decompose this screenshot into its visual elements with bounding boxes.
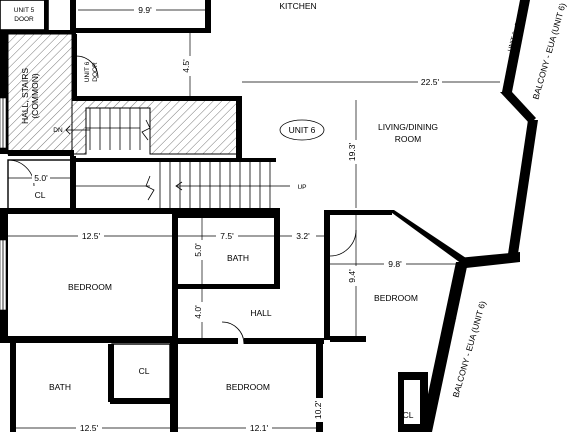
dim-kitchen-depth: 4.5' — [181, 59, 191, 73]
dim-living-width: 22.5' — [421, 77, 440, 87]
dim-bedroom-right-width: 9.8' — [388, 259, 402, 269]
stairs-label-1: HALL, STAIRS — [20, 68, 30, 124]
dim-bottom-left-width: 12.5' — [80, 423, 99, 432]
windows — [0, 97, 517, 361]
hall-label: HALL — [250, 308, 272, 318]
stairs-label-2: (COMMON) — [30, 73, 40, 118]
closet-mid-label: CL — [139, 366, 150, 376]
unit5-door-label-1: UNIT 5 — [14, 7, 35, 14]
bedroom-left-label: BEDROOM — [68, 282, 112, 292]
dim-closet-width: 5.0' — [34, 173, 48, 183]
living-label-2: ROOM — [395, 134, 421, 144]
dim-hall-gap: 3.2' — [296, 231, 310, 241]
closet-left-label: CL — [35, 190, 46, 200]
unit-label: UNIT 6 — [289, 125, 316, 135]
dn-label: DN — [53, 127, 63, 134]
bedroom-right-label: BEDROOM — [374, 293, 418, 303]
kitchen-label: KITCHEN — [279, 1, 316, 11]
balcony-top-label: BALCONY - EUA (UNIT 6) — [531, 2, 568, 101]
unit6-door-label-2: DOOR — [92, 62, 99, 82]
unit-label-oval — [279, 119, 325, 141]
dim-bottom-mid-depth: 10.2' — [313, 401, 323, 420]
dim-bath-width: 7.5' — [220, 231, 234, 241]
bath-bottom-label: BATH — [49, 382, 71, 392]
bedroom-mid-label: BEDROOM — [226, 382, 270, 392]
dim-hall-depth: 4.0' — [193, 305, 203, 319]
living-label: LIVING/DINING — [378, 122, 438, 132]
dimension-labels: 9.9' 4.5' 22.5' 19.3' 5.0' 12.5' 7.5' 3.… — [32, 4, 442, 432]
dimension-lines — [8, 9, 500, 432]
dim-bedroom-left-width: 12.5' — [82, 231, 101, 241]
dim-living-depth: 19.3' — [347, 143, 357, 162]
closet-right-label: CL — [403, 410, 414, 420]
dim-kitchen-width: 9.9' — [138, 5, 152, 15]
dim-bottom-mid-width: 12.1' — [250, 423, 269, 432]
walls — [0, 0, 538, 432]
unit6-door-label-1: UNIT 6 — [84, 61, 91, 82]
up-label: UP — [297, 184, 306, 191]
dim-bedroom-right-depth: 9.4' — [347, 269, 357, 283]
dim-bath-depth: 5.0' — [193, 243, 203, 257]
stairs — [65, 108, 290, 208]
bath-top-label: BATH — [227, 253, 249, 263]
unit5-door-label-2: DOOR — [14, 16, 34, 23]
